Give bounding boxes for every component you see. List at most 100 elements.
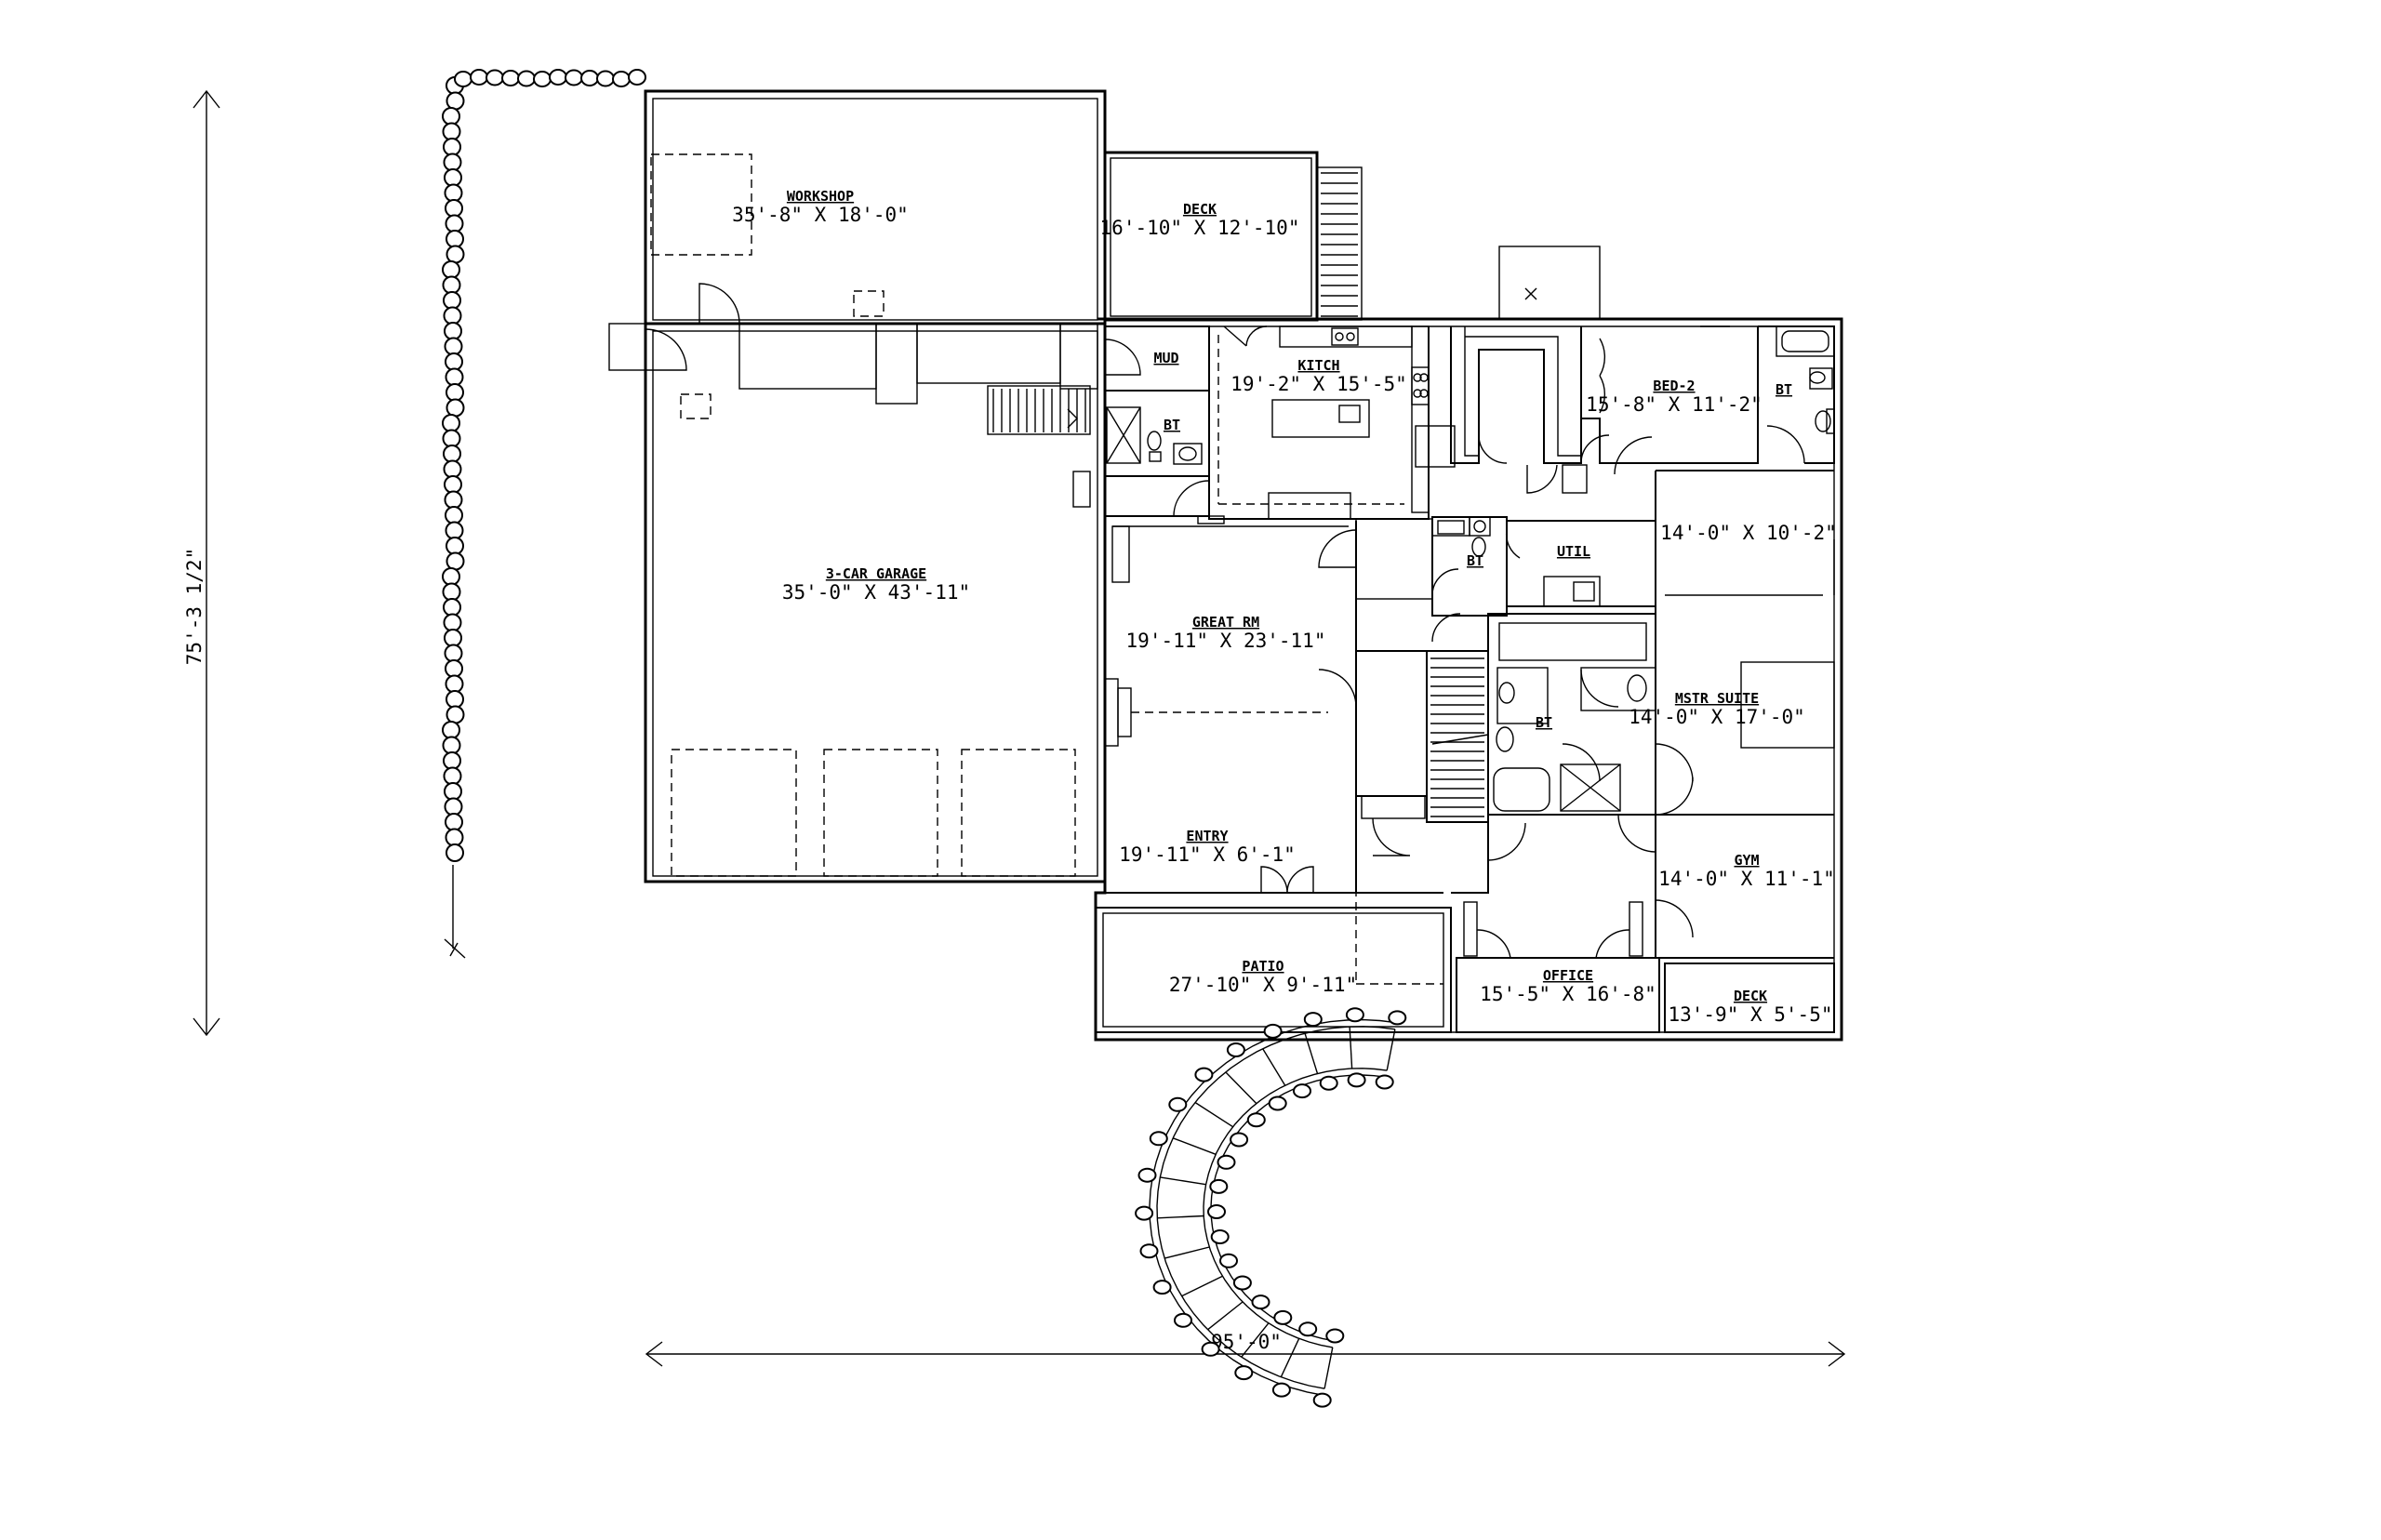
rock xyxy=(580,70,599,86)
rock xyxy=(533,71,552,87)
rock xyxy=(444,797,463,816)
rock xyxy=(444,322,462,340)
garage: 3-CAR GARAGE 35'-0" X 43'-11" xyxy=(608,322,1107,883)
rock xyxy=(445,659,463,678)
rock xyxy=(444,644,463,663)
rock xyxy=(1303,1012,1323,1028)
rock xyxy=(1137,1167,1157,1183)
rock xyxy=(1149,1131,1168,1147)
util-room: UTIL xyxy=(1505,520,1656,607)
rock xyxy=(442,275,461,295)
rock xyxy=(1271,1382,1291,1398)
rock xyxy=(1298,1321,1318,1337)
rock xyxy=(1207,1204,1226,1219)
rock xyxy=(444,168,462,187)
rock xyxy=(442,122,461,141)
rock xyxy=(1139,1243,1159,1259)
rock xyxy=(445,214,464,233)
deck-side-name: DECK xyxy=(1734,988,1767,1004)
garage-dim: 35'-0" X 43'-11" xyxy=(782,581,970,604)
vertical-dimension: 75'-3 1/2" xyxy=(183,89,220,1037)
rock xyxy=(501,70,520,86)
rock xyxy=(1226,1042,1245,1057)
deck-rear: DECK 16'-10" X 12'-10" xyxy=(1100,151,1363,322)
bath-bed2: BT xyxy=(1758,325,1835,464)
workshop: WORKSHOP 35'-8" X 18'-0" xyxy=(644,89,1107,325)
gym: GYM 14'-0" X 11'-1" xyxy=(1488,814,1835,959)
rock xyxy=(470,69,488,86)
rock xyxy=(1230,1132,1249,1148)
rock xyxy=(446,398,465,418)
rock xyxy=(1251,1294,1270,1310)
entry-name: ENTRY xyxy=(1186,828,1228,844)
rock xyxy=(443,598,461,617)
rock xyxy=(1168,1096,1188,1112)
rock xyxy=(443,766,462,786)
office-dim: 15'-5" X 16'-8" xyxy=(1480,983,1656,1005)
rock xyxy=(443,138,461,156)
main-stair xyxy=(1355,613,1489,823)
rock xyxy=(446,537,464,555)
great-rm-name: GREAT RM xyxy=(1192,614,1259,631)
rock xyxy=(1263,1023,1283,1039)
rock xyxy=(446,690,464,709)
deck-side: DECK 13'-9" X 5'-5" xyxy=(1664,962,1835,1033)
rock xyxy=(443,613,462,632)
rock xyxy=(549,69,567,86)
rock xyxy=(1345,1007,1364,1023)
rock xyxy=(445,352,463,371)
rock xyxy=(443,291,461,310)
workshop-name: WORKSHOP xyxy=(787,188,854,205)
bedroom3-dim: 14'-0" X 10'-2" xyxy=(1660,522,1837,544)
rock xyxy=(444,629,462,647)
workshop-dim: 35'-8" X 18'-0" xyxy=(732,204,909,226)
rock xyxy=(446,245,465,264)
rock xyxy=(443,153,462,172)
patio-name: PATIO xyxy=(1242,958,1284,975)
rock xyxy=(1232,1275,1252,1291)
bath-hall-name: BT xyxy=(1467,552,1483,569)
bed2-dim: 15'-8" X 11'-2" xyxy=(1586,393,1762,416)
bath-mstr-name: BT xyxy=(1536,714,1552,731)
rock xyxy=(444,183,463,203)
rock xyxy=(446,230,464,248)
bath-hall: BT xyxy=(1431,516,1508,617)
rock xyxy=(442,107,460,126)
rock xyxy=(1347,1072,1366,1088)
rock xyxy=(612,71,631,87)
kitchen: KITCH 19'-2" X 15'-5" xyxy=(1197,325,1456,524)
rock xyxy=(445,674,464,694)
rock xyxy=(442,582,461,602)
bed2-name: BED-2 xyxy=(1653,378,1695,394)
deck-rear-name: DECK xyxy=(1183,201,1217,218)
rock xyxy=(1246,1112,1266,1128)
gym-dim: 14'-0" X 11'-1" xyxy=(1658,868,1835,890)
util-name: UTIL xyxy=(1557,543,1590,560)
rock xyxy=(1268,1095,1287,1111)
rock xyxy=(1174,1312,1192,1328)
rock xyxy=(1217,1154,1236,1170)
rock xyxy=(444,475,462,494)
mud-name: MUD xyxy=(1153,350,1178,366)
rock xyxy=(1209,1178,1229,1194)
rock xyxy=(446,843,464,862)
rock xyxy=(443,459,462,479)
rock xyxy=(445,367,464,387)
rock xyxy=(1319,1075,1338,1091)
front-curved-stair xyxy=(1135,1007,1407,1408)
rock xyxy=(442,567,460,586)
rock xyxy=(442,736,461,755)
kitchen-name: KITCH xyxy=(1297,357,1339,374)
mstr-suite-dim: 14'-0" X 17'-0" xyxy=(1629,706,1805,728)
rock xyxy=(1210,1229,1230,1244)
rock xyxy=(446,91,465,111)
rock xyxy=(517,70,536,87)
rock xyxy=(565,69,583,86)
rock xyxy=(444,782,462,801)
rock xyxy=(445,828,464,847)
rock xyxy=(444,490,463,510)
rock xyxy=(1293,1083,1311,1099)
rock xyxy=(454,71,472,87)
rock xyxy=(1388,1010,1407,1026)
